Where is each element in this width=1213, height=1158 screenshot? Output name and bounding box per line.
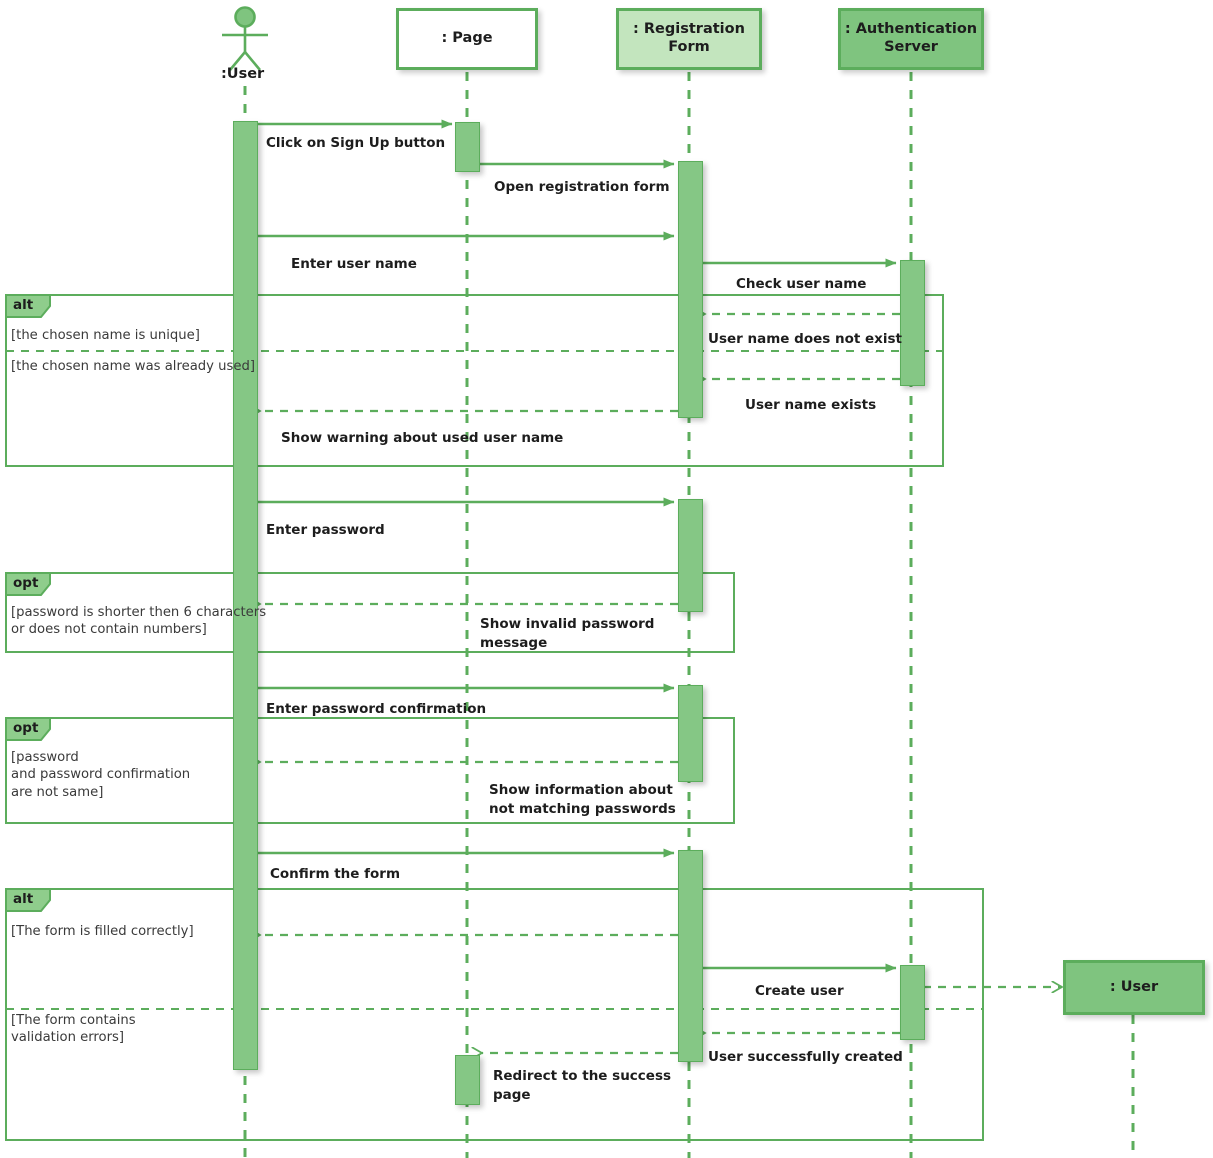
message-label-m5: User name does not exist xyxy=(708,331,903,347)
activation-regform-2[interactable] xyxy=(678,499,703,612)
opt2-tag-shape xyxy=(5,717,51,741)
lifeline-header-authentication-server[interactable]: : Authentication Server xyxy=(838,8,984,70)
message-label-m7: Show warning about used user name xyxy=(281,430,564,446)
activation-regform-1[interactable] xyxy=(678,161,703,418)
lifeline-header-registration-form[interactable]: : Registration Form xyxy=(616,8,762,70)
guard-alt1-operand-1: [the chosen name is unique] xyxy=(11,328,200,343)
activation-user-main[interactable] xyxy=(233,121,258,1070)
message-label-m6: User name exists xyxy=(745,397,877,413)
fragment-label-opt1: opt xyxy=(13,575,39,591)
message-label-m4: Check user name xyxy=(736,276,867,292)
message-label-m9: Show invalid password message xyxy=(480,616,655,652)
message-label-m17: Redirect to the success page xyxy=(493,1068,672,1104)
activation-auth-2[interactable] xyxy=(900,965,925,1040)
lifeline-header-page[interactable]: : Page xyxy=(396,8,538,70)
activation-auth-1[interactable] xyxy=(900,260,925,386)
guard-opt2-operand-1: [password and password confirmation are … xyxy=(11,750,191,800)
lifeline-header-new-user[interactable]: : User xyxy=(1063,960,1205,1015)
message-label-m2: Open registration form xyxy=(494,179,670,195)
alt2-tag-shape xyxy=(5,888,51,912)
opt1-tag-shape xyxy=(5,572,51,596)
message-label-m14: Create user xyxy=(755,983,844,999)
fragment-opt1 xyxy=(5,572,735,653)
fragment-opt2 xyxy=(5,717,735,824)
guard-alt2-operand-1: [The form is filled correctly] xyxy=(11,924,194,939)
message-label-m8: Enter password xyxy=(266,522,385,538)
guard-alt1-operand-2: [the chosen name was already used] xyxy=(11,359,256,374)
activation-regform-4[interactable] xyxy=(678,850,703,1062)
guard-alt2-operand-2: [The form contains validation errors] xyxy=(11,1013,136,1046)
activation-page-1[interactable] xyxy=(455,122,480,172)
activation-page-2[interactable] xyxy=(455,1055,480,1105)
activation-regform-3[interactable] xyxy=(678,685,703,782)
alt1-tag-shape xyxy=(5,294,51,318)
message-label-m11: Show information about not matching pass… xyxy=(489,782,676,818)
message-label-m12: Confirm the form xyxy=(270,866,401,882)
fragment-label-alt2: alt xyxy=(13,891,34,907)
message-label-m3: Enter user name xyxy=(291,256,417,272)
message-label-m1: Click on Sign Up button xyxy=(266,135,446,151)
guard-opt1-operand-1: [password is shorter then 6 characters o… xyxy=(11,605,267,638)
message-label-m10: Enter password confirmation xyxy=(266,701,487,717)
message-label-m16: User successfully created xyxy=(708,1049,903,1065)
fragment-label-alt1: alt xyxy=(13,297,34,313)
actor-user-icon xyxy=(222,6,268,71)
fragment-label-opt2: opt xyxy=(13,720,39,736)
fragment-alt1 xyxy=(5,294,944,467)
fragment-alt2 xyxy=(5,888,984,1141)
lifeline-header-user[interactable]: :User xyxy=(221,66,265,82)
